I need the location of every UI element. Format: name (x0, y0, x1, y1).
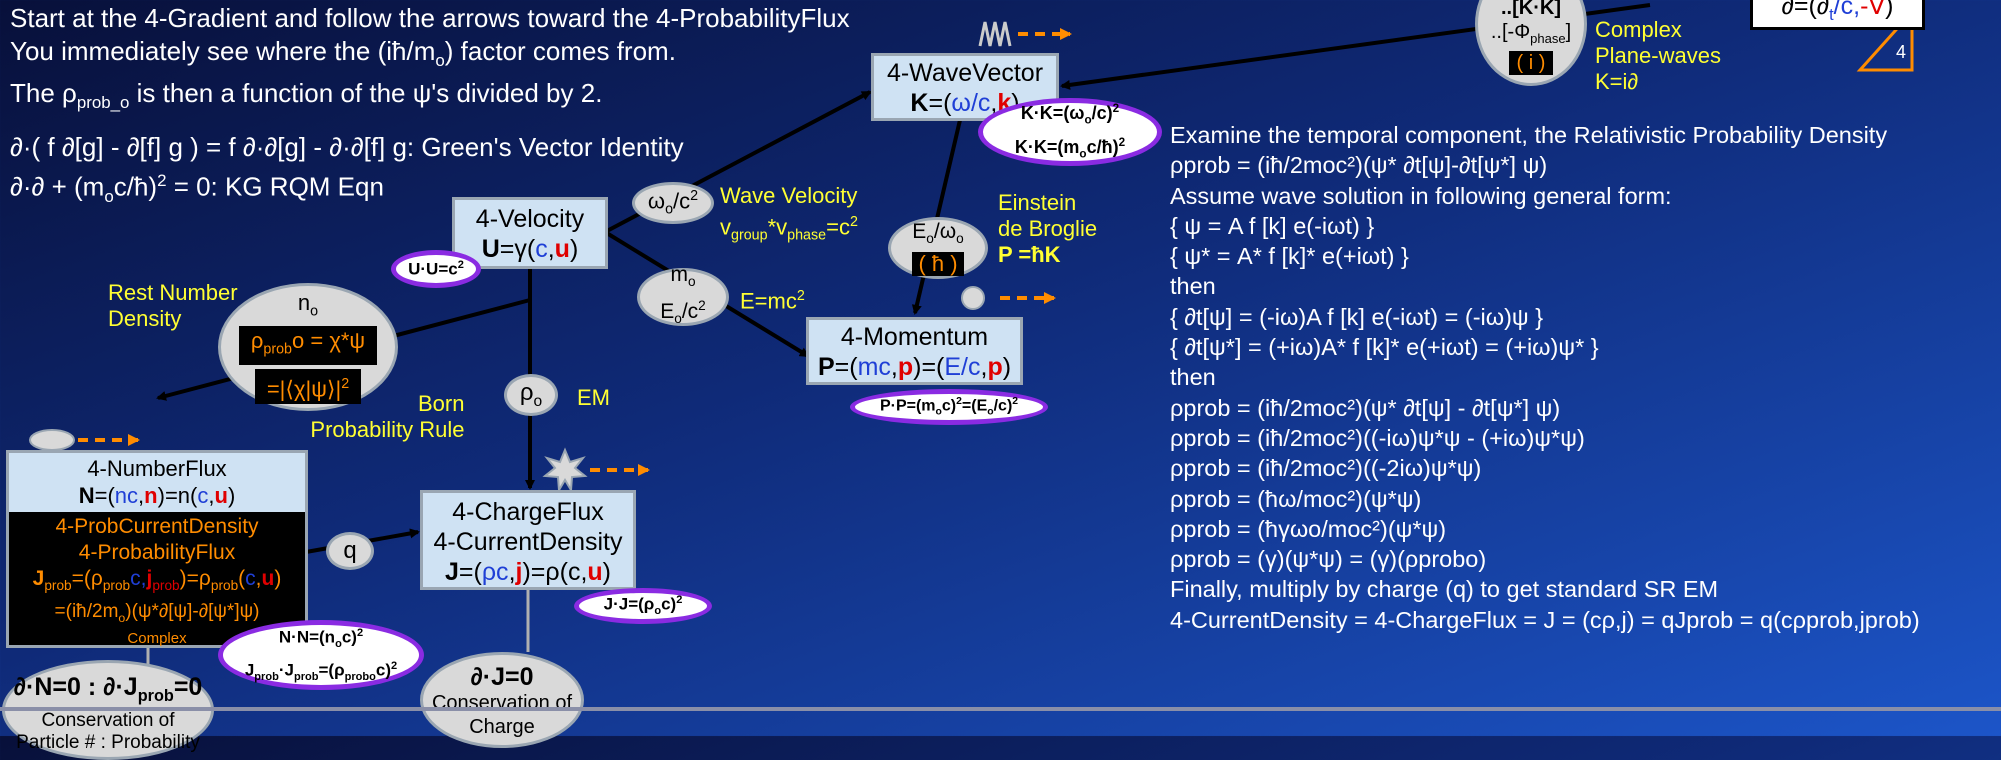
node-4-velocity: 4-Velocity U=γ(c,u) (452, 197, 608, 269)
panel-line: 4-CurrentDensity = 4-ChargeFlux = J = (c… (1170, 606, 1920, 633)
panel-line: then (1170, 364, 1216, 391)
nn-jprob-invariant: N·N=(noc)2 Jprob·Jprob=(ρproboc)2 (218, 620, 424, 690)
kg-equation: ∂·∂ + (moc/ħ)2 = 0: KG RQM Eqn (10, 171, 384, 206)
panel-line: ρprob = (iħ/2moc²)((-iω)ψ*ψ - (+iω)ψ*ψ) (1170, 424, 1585, 451)
panel-line: { ∂t[ψ] = (-iω)A f [k] e(-iωt) = (-iω)ψ … (1170, 303, 1544, 330)
conservation-charge-ellipse: ∂·J=0 Conservation of Charge (420, 652, 584, 748)
node-4-probabilityflux: 4-ProbCurrentDensity 4-ProbabilityFlux J… (6, 512, 308, 648)
rest-density-ellipse: no ρprobo = χ*ψ =|⟨χ|ψ⟩|2 (218, 283, 398, 411)
eo-wo-ellipse: Eo/ωo ( ħ ) (888, 217, 988, 279)
node-4-momentum: 4-Momentum P=(mc,p)=(E/c,p) (806, 317, 1023, 385)
panel-line: ρprob = (iħ/2moc²)(ψ* ∂t[ψ] - ∂t[ψ*] ψ) (1170, 394, 1561, 421)
probability-density-derivation: Examine the temporal component, the Rela… (1170, 120, 1920, 635)
born-rule-label: Born Probability Rule (310, 391, 465, 442)
intro-line-1: Start at the 4-Gradient and follow the a… (10, 3, 850, 33)
emc2-label: E=mc2 (740, 288, 805, 314)
panel-line: { ψ = A f [k] e(-iωt) } (1170, 212, 1375, 239)
uu-invariant: U·U=c2 (391, 250, 481, 288)
charge-q-ellipse: q (326, 532, 374, 570)
panel-line: Finally, multiply by charge (q) to get s… (1170, 576, 1719, 603)
panel-line: ρprob = (ħγωo/moc²)(ψ*ψ) (1170, 515, 1447, 542)
node-4-numberflux: 4-NumberFlux N=(nc,n)=n(c,u) (6, 450, 308, 512)
intro-text: Start at the 4-Gradient and follow the a… (10, 2, 850, 119)
intro-line-3: The ρprob_o is then a function of the ψ'… (10, 78, 603, 113)
bottom-divider (0, 707, 2001, 711)
omega-c2-ellipse: ωo/c2 (632, 182, 714, 224)
panel-line: { ∂t[ψ*] = (+iω)A* f [k]* e(+iωt) = (+iω… (1170, 334, 1599, 361)
cloud-icon (29, 429, 75, 451)
hbar-badge: ( ħ ) (912, 251, 964, 276)
panel-line: ρprob = (iħ/2moc²)(ψ* ∂t[ψ]-∂t[ψ*] ψ) (1170, 152, 1548, 179)
kk-invariant: K·K=(ωo/c)2 K·K=(moc/ħ)2 (978, 98, 1162, 166)
panel-line: then (1170, 273, 1216, 300)
corner-number: 4 (1896, 42, 1907, 62)
dot-icon (961, 286, 985, 310)
mo-eo-ellipse: mo Eo/c2 (637, 263, 729, 326)
panel-line: Assume wave solution in following genera… (1170, 182, 1672, 209)
greens-identity: ∂·( f ∂[g] - ∂[f] g ) = f ∂·∂[g] - ∂·∂[f… (10, 132, 684, 162)
arrow-wavevector-to-momentum (911, 119, 962, 315)
panel-line: Examine the temporal component, the Rela… (1170, 122, 1888, 148)
rest-number-density-label: Rest Number Density (108, 280, 238, 331)
starburst-icon (542, 447, 588, 494)
em-label: EM (577, 385, 610, 410)
rho-prob-badge: ρprobo = χ*ψ (238, 326, 378, 365)
einstein-debroglie-label: Einstein de Broglie P =ħK (998, 190, 1098, 267)
panel-line: ρprob = (ħω/moc²)(ψ*ψ) (1170, 485, 1422, 512)
panel-line: { ψ* = A* f [k]* e(+iωt) } (1170, 243, 1409, 270)
jj-invariant: J·J=(ρoc)2 (574, 588, 712, 624)
intro-line-2: You immediately see where the (iħ/mo) fa… (10, 36, 676, 71)
node-4-chargeflux: 4-ChargeFlux 4-CurrentDensity J=(ρc,j)=ρ… (420, 490, 636, 590)
i-badge: ( i ) (1508, 50, 1554, 75)
triangle-icon (1856, 8, 1914, 72)
panel-line: ρprob = (γ)(ψ*ψ) = (γ)(ρprobo) (1170, 546, 1487, 573)
zigzag-icon (978, 21, 1012, 47)
rho-o-ellipse: ρo (504, 374, 558, 416)
panel-line: ρprob = (iħ/2moc²)((-2iω)ψ*ψ) (1170, 455, 1482, 482)
gradient-box: ∂=(∂t/c,-∇) (1750, 0, 1925, 30)
pp-invariant: P·P=(moc)2=(Eo/c)2 (850, 389, 1048, 425)
born-rule-badge: =|⟨χ|ψ⟩|2 (254, 368, 362, 405)
wave-velocity-label: Wave Velocity vgroup*vphase=c2 (720, 183, 858, 244)
identities-text: ∂·( f ∂[g] - ∂[f] g ) = f ∂·∂[g] - ∂·∂[f… (10, 131, 684, 213)
complex-planewaves-label: Complex Plane-waves K=i∂ (1595, 17, 1721, 94)
